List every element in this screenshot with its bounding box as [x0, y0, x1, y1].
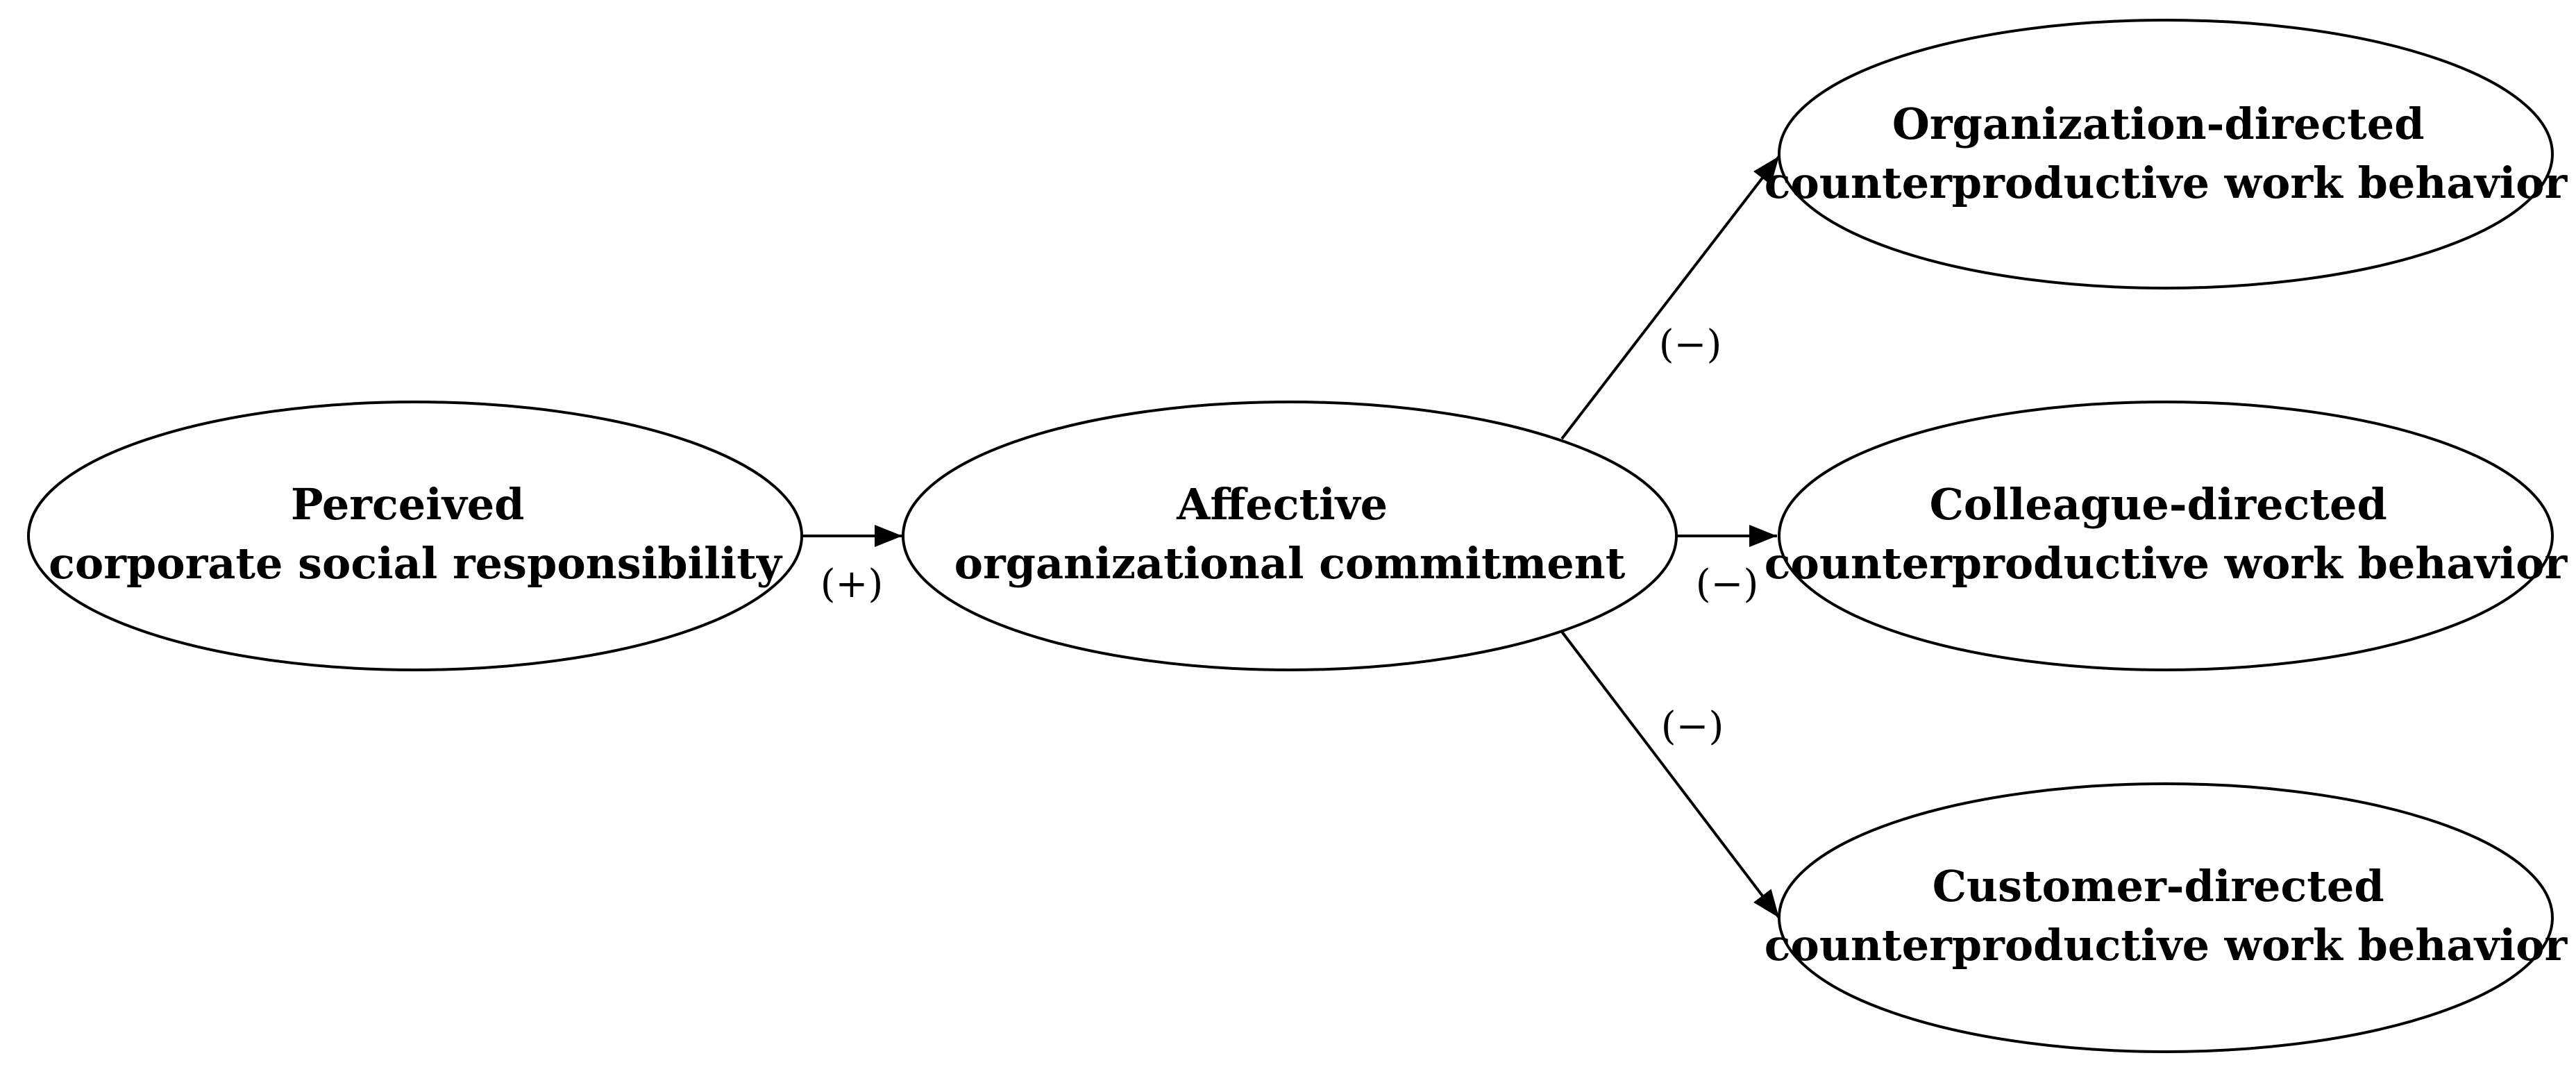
- node-label-organization-directed-cwb: Organization-directed counterproductive …: [1765, 99, 2568, 208]
- node-perceived-csr: Perceived corporate social responsibilit…: [27, 401, 803, 671]
- node-label-perceived-csr: Perceived corporate social responsibilit…: [49, 479, 783, 589]
- node-shape-colleague-directed-cwb: [1778, 401, 2554, 671]
- node-label-line-1: Colleague-directed: [1930, 479, 2387, 530]
- node-label-line-2: counterproductive work behavior: [1765, 538, 2568, 589]
- node-label-line-1: Customer-directed: [1933, 861, 2384, 911]
- edge-label-csr-to-commitment: (+): [820, 562, 884, 607]
- node-customer-directed-cwb: Customer-directed counterproductive work…: [1765, 782, 2568, 1053]
- node-organization-directed-cwb: Organization-directed counterproductive …: [1765, 19, 2568, 289]
- node-label-line-1: Perceived: [291, 479, 525, 530]
- edge-csr-to-commitment: (+): [802, 525, 902, 607]
- node-label-line-2: counterproductive work behavior: [1765, 920, 2568, 971]
- node-label-affective-commitment: Affective organizational commitment: [954, 479, 1626, 589]
- edge-commitment-to-customer: (−): [1560, 630, 1781, 919]
- edge-commitment-to-colleague: (−): [1678, 525, 1777, 607]
- node-shape-perceived-csr: [27, 401, 803, 671]
- edge-label-commitment-to-customer: (−): [1661, 704, 1724, 749]
- edge-label-commitment-to-org: (−): [1659, 322, 1722, 367]
- node-shape-customer-directed-cwb: [1778, 782, 2554, 1053]
- arrow-commitment-to-org: [1560, 155, 1781, 440]
- node-label-line-1: Affective: [1176, 479, 1388, 530]
- node-affective-commitment: Affective organizational commitment: [902, 401, 1678, 671]
- node-shape-affective-commitment: [902, 401, 1678, 671]
- node-label-line-1: Organization-directed: [1892, 99, 2425, 149]
- node-label-line-2: corporate social responsibility: [49, 538, 783, 589]
- arrow-commitment-to-customer: [1560, 630, 1781, 919]
- node-colleague-directed-cwb: Colleague-directed counterproductive wor…: [1765, 401, 2568, 671]
- node-label-colleague-directed-cwb: Colleague-directed counterproductive wor…: [1765, 479, 2568, 589]
- edge-commitment-to-org: (−): [1560, 155, 1781, 440]
- node-label-customer-directed-cwb: Customer-directed counterproductive work…: [1765, 861, 2568, 971]
- node-shape-organization-directed-cwb: [1778, 19, 2554, 289]
- node-label-line-2: organizational commitment: [954, 538, 1626, 589]
- edge-label-commitment-to-colleague: (−): [1696, 562, 1759, 607]
- node-label-line-2: counterproductive work behavior: [1765, 158, 2568, 208]
